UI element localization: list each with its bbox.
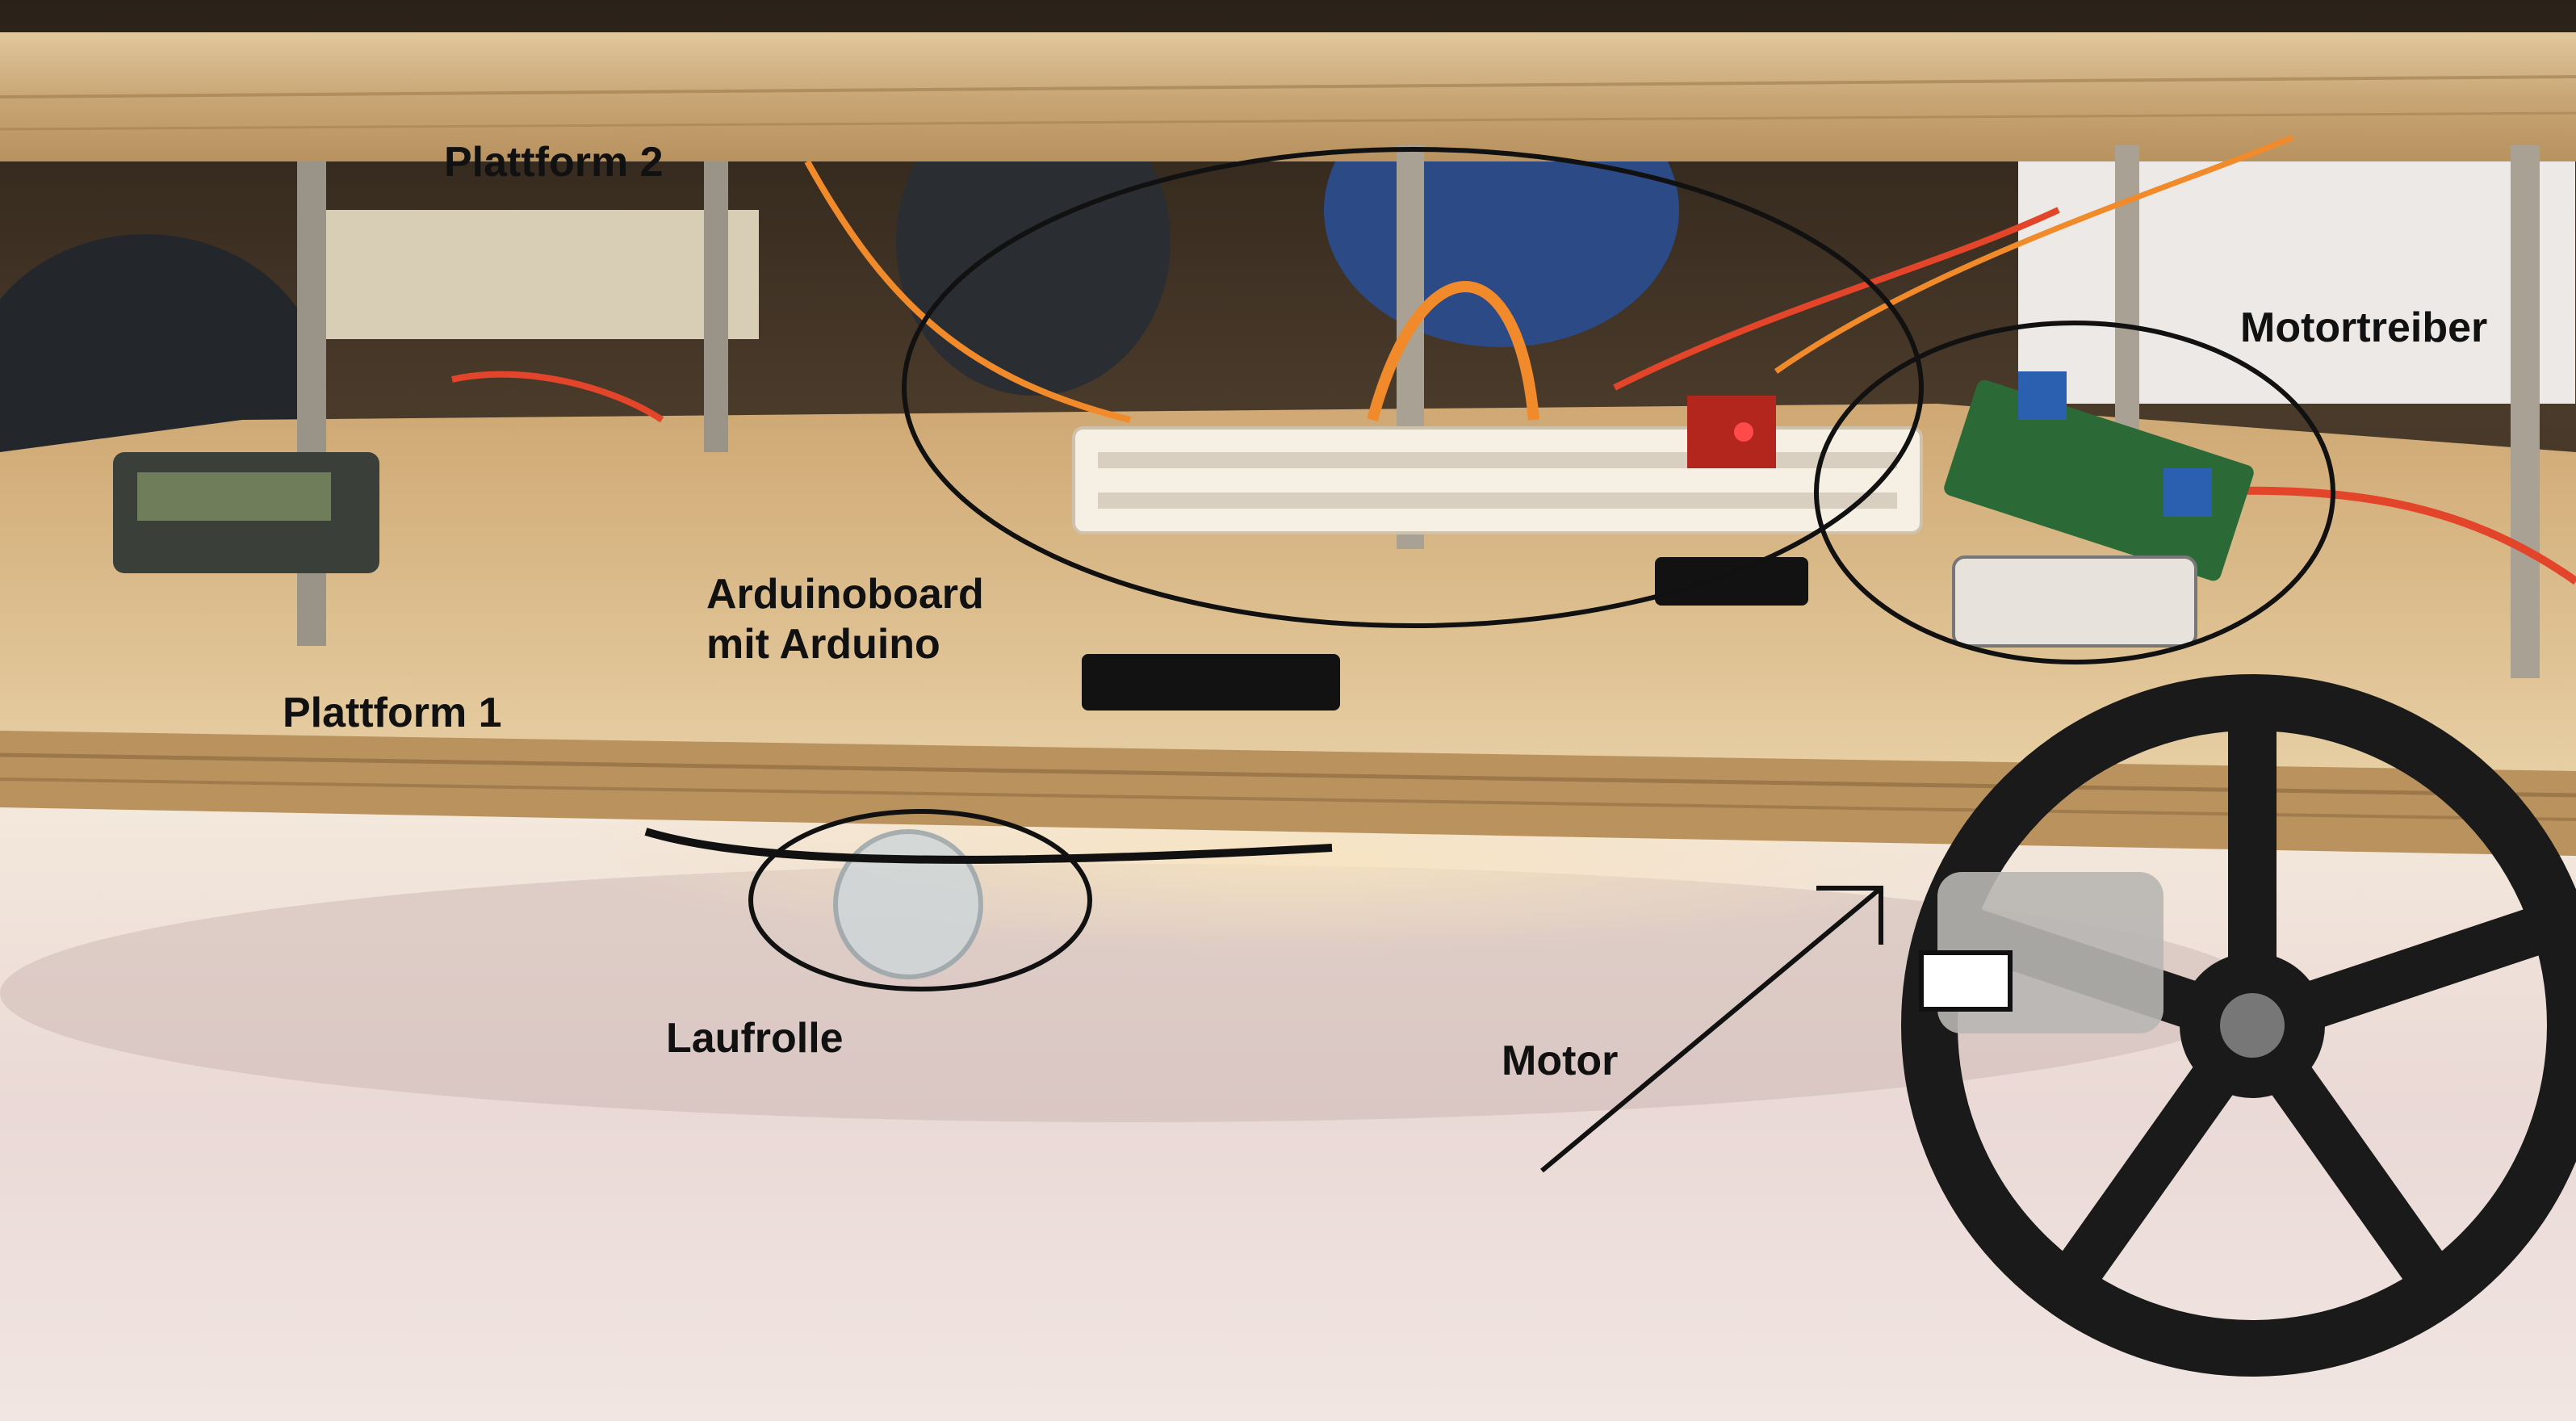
caster-wheel [833, 829, 983, 979]
label-arduinoboard-line2: mit Arduino [706, 621, 940, 668]
platform-2-plank [0, 32, 2576, 161]
threaded-rod [2511, 145, 2540, 678]
label-plattform-2: Plattform 2 [444, 139, 664, 186]
annotation-ellipse-arduino [902, 147, 1924, 628]
background-chair [896, 89, 1171, 396]
velcro-patch [1655, 557, 1808, 606]
arduino-board [1687, 396, 1776, 468]
label-motor: Motor [1502, 1037, 1619, 1084]
label-plattform-1: Plattform 1 [283, 690, 502, 736]
label-motortreiber: Motortreiber [2240, 304, 2488, 351]
background-desk [307, 210, 759, 339]
label-arduinoboard-line1: Arduinoboard [706, 571, 984, 618]
annotation-ellipse-laufrolle [748, 809, 1092, 991]
platform-1-surface [0, 404, 2576, 775]
annotation-arrow-motor [1540, 886, 1883, 1173]
velcro-patch [1082, 654, 1340, 710]
label-laufrolle: Laufrolle [666, 1015, 844, 1062]
motor-driver-board [1944, 379, 2254, 581]
breadboard [1072, 426, 1923, 534]
motor-driver-module [1952, 555, 2197, 648]
background-shelf [2018, 137, 2575, 404]
annotation-ellipse-motortreiber [1814, 321, 2335, 664]
platform-1-edge [0, 731, 2576, 856]
threaded-rod [704, 161, 728, 452]
label-arduinoboard: Arduinoboard mit Arduino [706, 569, 984, 669]
